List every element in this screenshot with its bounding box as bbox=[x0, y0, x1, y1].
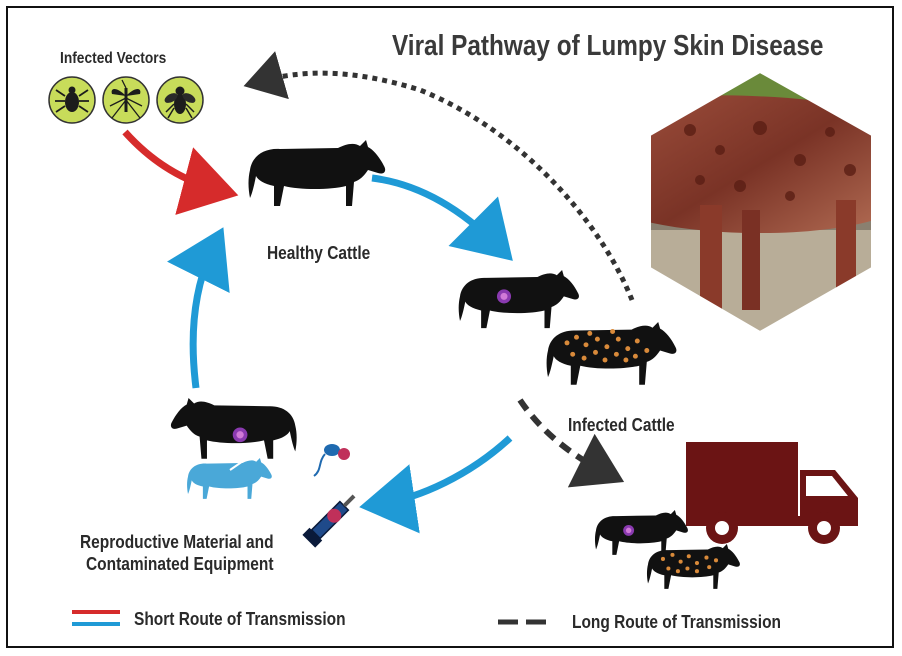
label-reproductive-line1: Reproductive Material and bbox=[80, 532, 274, 553]
fly-icon bbox=[157, 77, 203, 123]
diagram-title: Viral Pathway of Lumpy Skin Disease bbox=[392, 30, 823, 63]
legend-short-route-swatch bbox=[72, 612, 120, 624]
label-infected-vectors: Infected Vectors bbox=[60, 50, 166, 68]
sperm-icon bbox=[314, 444, 350, 476]
transport-truck-icon bbox=[686, 442, 858, 544]
infected-cattle-icon bbox=[459, 270, 677, 385]
dashed-arrow-infected-to-transport bbox=[520, 400, 608, 474]
arrow-healthy-to-infected bbox=[372, 178, 498, 246]
label-infected-cattle: Infected Cattle bbox=[568, 415, 675, 436]
arrow-infected-to-reproductive bbox=[380, 438, 510, 504]
infected-cow-photo bbox=[648, 70, 874, 334]
syringe-icon bbox=[302, 490, 360, 548]
healthy-cattle-icon bbox=[249, 140, 386, 206]
label-reproductive-line2: Contaminated Equipment bbox=[86, 554, 273, 575]
arrow-vectors-to-healthy bbox=[125, 132, 218, 190]
legend-short-route-label: Short Route of Transmission bbox=[134, 609, 346, 630]
tick-icon bbox=[49, 77, 95, 123]
mosquito-icon bbox=[103, 77, 149, 123]
legend-long-route-label: Long Route of Transmission bbox=[572, 612, 781, 633]
arrow-reproductive-to-healthy bbox=[193, 246, 214, 388]
label-healthy-cattle: Healthy Cattle bbox=[267, 243, 370, 264]
reproductive-material-icon bbox=[171, 398, 360, 548]
vector-icons bbox=[49, 77, 203, 123]
